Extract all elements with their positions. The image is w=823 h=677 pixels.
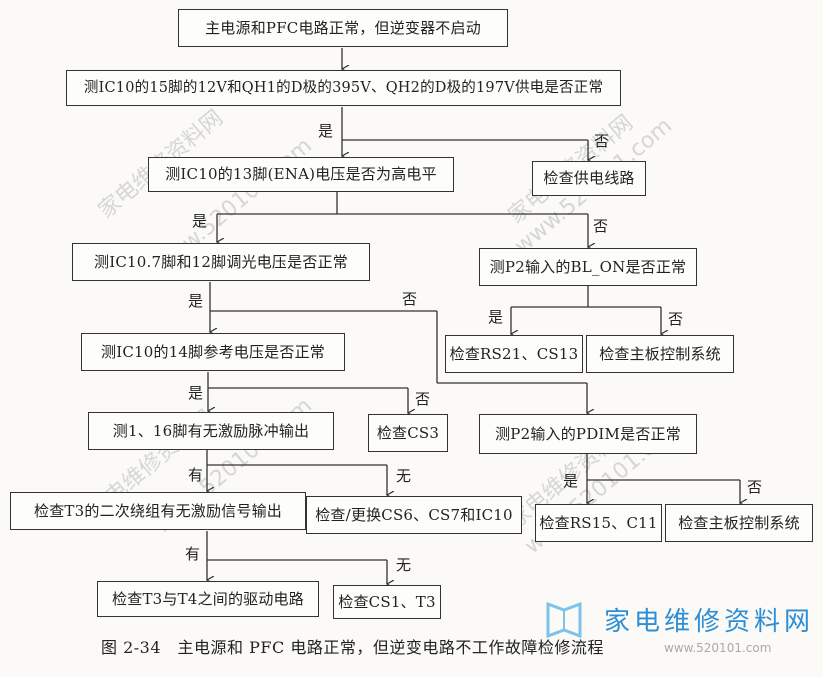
branch-label-yes: 是 [192, 212, 208, 230]
branch-label-none: 无 [396, 467, 412, 485]
branch-label-no: 否 [402, 290, 418, 308]
branch-label-yes: 是 [563, 472, 579, 490]
node-check-ena-voltage: 测IC10的13脚(ENA)电压是否为高电平 [148, 157, 454, 192]
figure-caption: 图 2-34 主电源和 PFC 电路正常，但逆变电路不工作故障检修流程 [101, 638, 604, 657]
node-inverter-not-start: 主电源和PFC电路正常，但逆变器不启动 [178, 9, 508, 47]
branch-label-no: 否 [668, 310, 684, 328]
node-check-ic10-supply: 测IC10的15脚的12V和QH1的D极的395V、QH2的D极的197V供电是… [66, 70, 621, 106]
branch-label-yes: 是 [188, 292, 204, 310]
node-check-supply-line: 检查供电线路 [532, 161, 646, 196]
node-check-ref-voltage: 测IC10的14脚参考电压是否正常 [81, 333, 345, 371]
branch-label-no: 否 [747, 478, 763, 496]
node-check-rs15-c11: 检查RS15、C11 [535, 504, 662, 542]
logo-url: www.520101.com [664, 641, 772, 655]
node-check-mainboard-2: 检查主板控制系统 [665, 504, 813, 542]
node-check-cs1-t3: 检查CS1、T3 [333, 585, 441, 619]
branch-label-none: 无 [396, 556, 412, 574]
node-replace-cs6-cs7-ic10: 检查/更换CS6、CS7和IC10 [306, 496, 522, 534]
branch-label-no: 否 [593, 217, 609, 235]
node-check-bl-on: 测P2输入的BL_ON是否正常 [479, 248, 697, 286]
branch-label-yes: 是 [488, 308, 504, 326]
node-check-mainboard-1: 检查主板控制系统 [586, 335, 734, 373]
node-check-dimming-voltage: 测IC10.7脚和12脚调光电压是否正常 [72, 243, 370, 281]
node-check-pulse-output: 测1、16脚有无激励脉冲输出 [88, 412, 334, 450]
branch-label-have: 有 [188, 466, 204, 484]
branch-label-no: 否 [415, 390, 431, 408]
branch-label-yes: 是 [318, 122, 334, 140]
node-check-t3-secondary: 检查T3的二次绕组有无激励信号输出 [10, 492, 306, 530]
site-logo-icon [546, 601, 582, 639]
branch-label-have: 有 [185, 545, 201, 563]
node-check-rs21-cs13: 检查RS21、CS13 [445, 335, 583, 373]
branch-label-no: 否 [594, 132, 610, 150]
node-check-pdim: 测P2输入的PDIM是否正常 [479, 414, 697, 454]
branch-label-yes: 是 [188, 384, 204, 402]
node-check-cs3: 检查CS3 [368, 414, 448, 452]
node-check-drive-circuit: 检查T3与T4之间的驱动电路 [97, 581, 319, 617]
logo-text: 家电维修资料网 [604, 607, 815, 637]
